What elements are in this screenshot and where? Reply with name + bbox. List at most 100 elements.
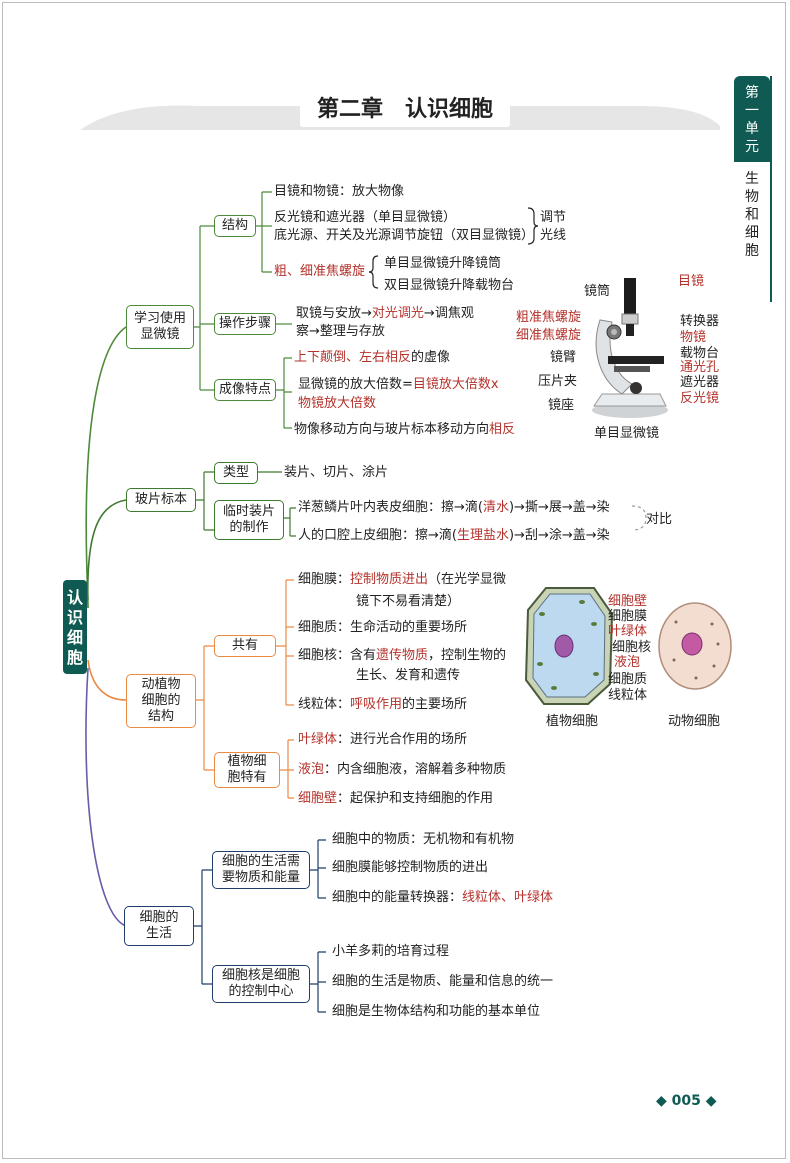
- unit-name-char: 细: [745, 225, 759, 241]
- cell-key: 细胞壁: [298, 791, 338, 806]
- mito-line: 线粒体：呼吸作用的主要场所: [298, 697, 467, 713]
- needs-item: 细胞中的能量转换器：线粒体、叶绿体: [332, 890, 553, 906]
- cell-label: 叶绿体: [608, 624, 648, 639]
- bracket-label: 调节: [540, 210, 567, 225]
- proc-key: 生理盐水: [456, 528, 509, 543]
- node-cell-life: 细胞的 生活: [124, 906, 194, 946]
- unit-name-char: 生: [745, 171, 759, 187]
- cell-key: 液泡: [298, 762, 325, 777]
- node-steps: 操作步骤: [214, 313, 276, 335]
- node-label: 胞特有: [227, 770, 267, 785]
- cell-text: 细胞膜：: [298, 572, 351, 587]
- plant-cell-illustration: [524, 587, 614, 705]
- micro-label: 遮光器: [680, 375, 720, 390]
- node-temp-slide: 临时装片 的制作: [214, 500, 284, 540]
- cell-text: ，控制生物的: [428, 648, 507, 663]
- cell-text: 线粒体：: [298, 697, 351, 712]
- imaging-key: 相反: [489, 422, 516, 437]
- unit-name-char: 胞: [745, 243, 759, 259]
- micro-label: 转换器: [680, 314, 720, 329]
- control-item: 细胞的生活是物质、能量和信息的统一: [332, 974, 554, 989]
- node-label: 显微镜: [140, 327, 180, 342]
- cell-label: 细胞膜: [608, 609, 648, 624]
- root-char: 细: [66, 628, 83, 647]
- steps-text: 取镜与安放→: [296, 306, 372, 321]
- tab-line: [770, 76, 772, 302]
- node-structure: 结构: [214, 215, 256, 237]
- vacuole-line: 液泡：内含细胞液，溶解着多种物质: [298, 762, 506, 778]
- unit-name-tab: 生 物 和 细 胞: [734, 162, 770, 302]
- membrane-line-2: 镜下不易看清楚）: [356, 594, 461, 609]
- needs-key: 线粒体、叶绿体: [462, 890, 554, 905]
- micro-label: 通光孔: [680, 360, 720, 375]
- unit-tab: 第 一 单 元: [734, 76, 770, 162]
- micro-label: 镜臂: [550, 350, 577, 365]
- steps-text: →调焦观: [423, 306, 474, 321]
- imaging-line: 显微镜的放大倍数=目镜放大倍数x: [298, 377, 499, 393]
- cell-text: ：起保护和支持细胞的作用: [337, 791, 494, 806]
- micro-label: 载物台: [680, 346, 720, 361]
- cell-text: （在光学显微: [428, 572, 507, 587]
- micro-label: 细准焦螺旋: [516, 328, 582, 343]
- cell-label: 细胞核: [612, 640, 652, 655]
- onion-procedure: 洋葱鳞片叶内表皮细胞：擦→滴(清水)→撕→展→盖→染: [298, 500, 610, 516]
- node-label: 植物细: [227, 754, 267, 769]
- cell-key: 遗传物质: [376, 648, 429, 663]
- node-common: 共有: [214, 635, 276, 657]
- node-control-center: 细胞核是细胞 的控制中心: [212, 965, 310, 1003]
- animal-cell-illustration: [658, 602, 732, 690]
- node-label: 细胞的生活需: [221, 854, 300, 869]
- compare-label: 对比: [646, 512, 673, 527]
- cell-text: 细胞核：含有: [298, 648, 377, 663]
- micro-caption: 单目显微镜: [594, 426, 660, 441]
- plant-cell-caption: 植物细胞: [546, 714, 599, 729]
- unit-char: 单: [745, 121, 759, 137]
- node-label: 结构: [147, 709, 174, 724]
- unit-name-char: 和: [745, 207, 759, 223]
- cell-text: ：进行光合作用的场所: [337, 732, 468, 747]
- cell-text: 的主要场所: [402, 697, 468, 712]
- needs-text: 细胞中的能量转换器：: [332, 890, 463, 905]
- micro-label: 反光镜: [680, 391, 720, 406]
- proc-text: )→撕→展→盖→染: [508, 500, 610, 515]
- node-label: 的控制中心: [228, 984, 294, 999]
- node-slides: 玻片标本: [126, 488, 196, 512]
- control-item: 细胞是生物体结构和功能的基本单位: [332, 1004, 541, 1019]
- proc-text: 人的口腔上皮细胞：擦→滴(: [298, 528, 457, 543]
- steps-line: 取镜与安放→对光调光→调焦观: [296, 306, 474, 322]
- node-cell-structure: 动植物 细胞的 结构: [126, 674, 196, 728]
- imaging-text: 、: [346, 350, 360, 365]
- types-text: 装片、切片、涂片: [284, 465, 389, 480]
- node-label: 学习使用: [133, 311, 186, 326]
- micro-label: 镜座: [548, 398, 575, 413]
- node-label: 要物质和能量: [221, 870, 300, 885]
- needs-item: 细胞膜能够控制物质的进出: [332, 860, 489, 875]
- bracket-label: 光线: [540, 228, 567, 243]
- micro-label: 镜筒: [584, 284, 611, 299]
- imaging-text: 物像移动方向与玻片标本移动方向: [294, 422, 490, 437]
- node-label: 细胞的: [141, 693, 181, 708]
- wall-line: 细胞壁：起保护和支持细胞的作用: [298, 791, 493, 807]
- steps-key: 对光调光: [371, 306, 424, 321]
- proc-text: )→刮→涂→盖→染: [508, 528, 610, 543]
- proc-text: 洋葱鳞片叶内表皮细胞：擦→滴(: [298, 500, 483, 515]
- node-label: 临时装片: [222, 504, 275, 519]
- steps-line: 察→整理与存放: [296, 324, 385, 339]
- unit-char: 一: [745, 103, 759, 119]
- cell-key: 控制物质进出: [350, 572, 429, 587]
- animal-cell-caption: 动物细胞: [668, 714, 721, 729]
- cell-text: ：内含细胞液，溶解着多种物质: [324, 762, 507, 777]
- unit-char: 元: [745, 139, 759, 155]
- cytoplasm-line: 细胞质：生命活动的重要场所: [298, 620, 468, 635]
- nucleus-line: 细胞核：含有遗传物质，控制生物的: [298, 648, 506, 664]
- structure-item: 反光镜和遮光器（单目显微镜）: [274, 210, 457, 225]
- needs-item: 细胞中的物质：无机物和有机物: [332, 832, 515, 847]
- imaging-key: 上下颠倒: [294, 350, 347, 365]
- imaging-key: 左右相反: [359, 350, 412, 365]
- node-plant-only: 植物细 胞特有: [214, 752, 280, 788]
- micro-label: 压片夹: [538, 374, 578, 389]
- imaging-key: 目镜放大倍数x: [412, 377, 499, 392]
- node-label: 细胞的: [139, 910, 179, 925]
- node-types: 类型: [214, 462, 258, 484]
